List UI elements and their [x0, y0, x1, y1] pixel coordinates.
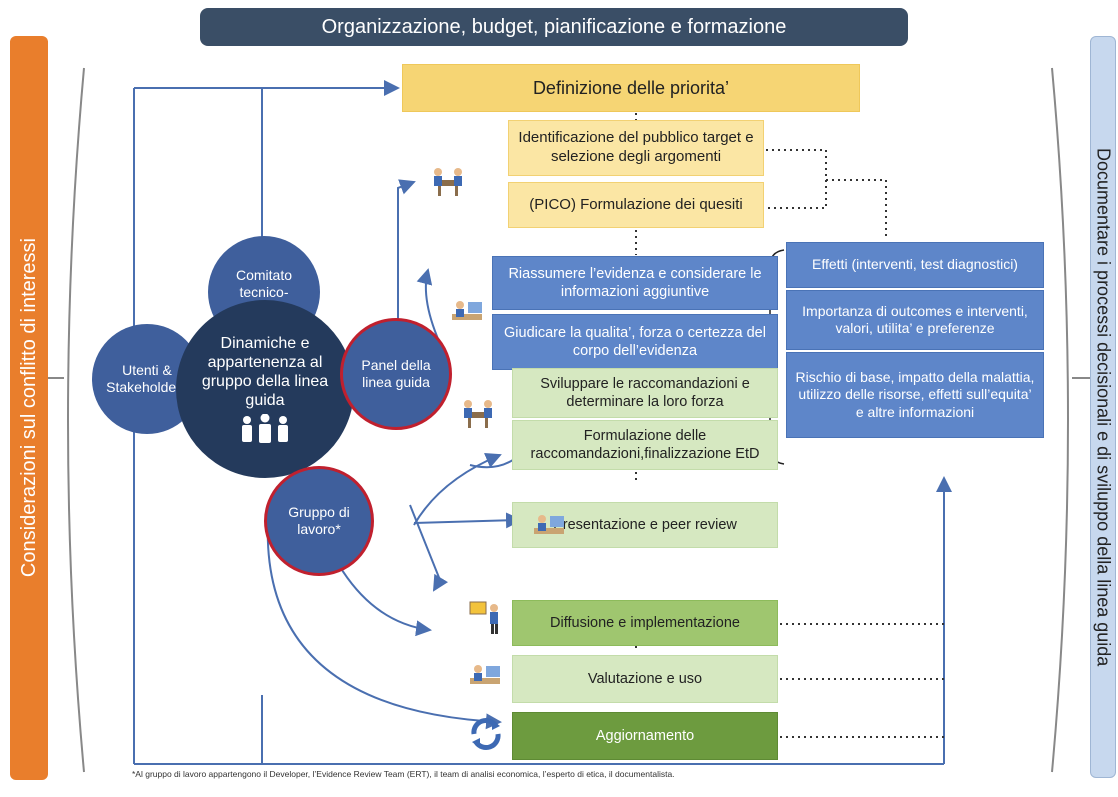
planning-banner: Organizzazione, budget, pianificazione e… [200, 8, 908, 46]
circle-panel: Panel della linea guida [340, 318, 452, 430]
step-riassumere: Riassumere l’evidenza e considerare le i… [492, 256, 778, 310]
step-formulazione: Formulazione delle raccomandazioni,final… [512, 420, 778, 470]
refresh-icon [471, 718, 501, 750]
step-valutazione: Valutazione e uso [512, 655, 778, 703]
step-giudicare: Giudicare la qualita’, forza o certezza … [492, 314, 778, 370]
conflict-of-interest-label: Considerazioni sul conflitto di interess… [17, 238, 40, 578]
meeting-icon [464, 400, 492, 428]
desk-worker-icon [534, 515, 564, 534]
conflict-of-interest-bar: Considerazioni sul conflitto di interess… [10, 36, 48, 780]
circle-dinamiche-label: Dinamiche e appartenenza al gruppo della… [201, 334, 329, 410]
documentation-label: Documentare i processi decisionali e di … [1093, 147, 1114, 667]
circle-panel-label: Panel della linea guida [361, 357, 431, 390]
footnote: *Al gruppo di lavoro appartengono il Dev… [132, 769, 675, 779]
step-pico: (PICO) Formulazione dei quesiti [508, 182, 764, 228]
step-presentazione: Presentazione e peer review [512, 502, 778, 548]
evidence-rischio: Rischio di base, impatto della malattia,… [786, 352, 1044, 438]
step-sviluppare: Sviluppare le raccomandazioni e determin… [512, 368, 778, 418]
step-pubblico: Identificazione del pubblico target e se… [508, 120, 764, 176]
desk-worker-icon [452, 301, 482, 320]
evidence-effetti: Effetti (interventi, test diagnostici) [786, 242, 1044, 288]
meeting-icon [434, 168, 462, 196]
circle-utenti-label: Utenti & Stakeholders [106, 362, 188, 395]
step-aggiornamento: Aggiornamento [512, 712, 778, 760]
presenter-icon [469, 601, 498, 634]
documentation-bar: Documentare i processi decisionali e di … [1090, 36, 1116, 778]
circle-gruppo-label: Gruppo di lavoro* [288, 504, 350, 537]
step-diffusione: Diffusione e implementazione [512, 600, 778, 646]
circle-gruppo: Gruppo di lavoro* [264, 466, 374, 576]
step-priorita: Definizione delle priorita’ [402, 64, 860, 112]
desk-worker-icon [470, 665, 500, 684]
people-group-icon [242, 414, 288, 444]
circle-dinamiche: Dinamiche e appartenenza al gruppo della… [176, 300, 354, 478]
evidence-importanza: Importanza di outcomes e interventi, val… [786, 290, 1044, 350]
